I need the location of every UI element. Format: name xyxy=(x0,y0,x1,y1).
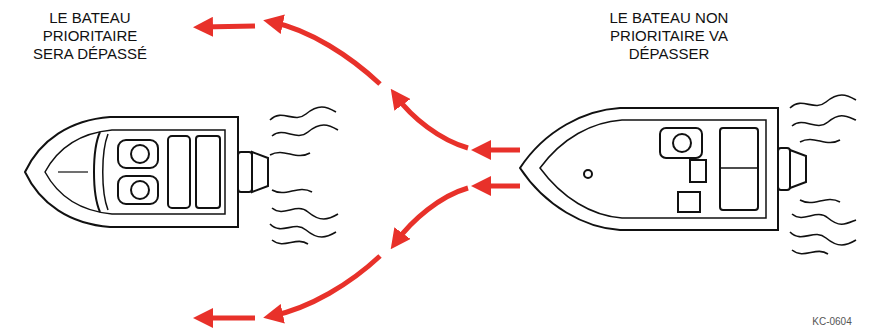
stand-on-boat xyxy=(103,134,108,210)
wake-lines xyxy=(800,199,840,202)
wake-lines xyxy=(272,208,338,219)
wake-lines xyxy=(790,232,856,245)
wake-lines xyxy=(270,107,336,120)
boat-caption: LE BATEAU NON PRIORITAIRE VA DÉPASSER xyxy=(596,9,742,63)
stand-on-boat xyxy=(238,152,252,192)
route-arrows xyxy=(396,188,468,242)
wake-lines xyxy=(270,224,336,237)
give-way-boat xyxy=(720,128,758,210)
route-arrows xyxy=(202,26,255,27)
wake-lines xyxy=(792,250,828,254)
stand-on-boat xyxy=(58,171,88,172)
route-arrows xyxy=(480,148,520,153)
give-way-boat xyxy=(584,170,592,178)
boat-caption: LE BATEAU PRIORITAIRE SERA DÉPASSÉ xyxy=(22,9,158,63)
route-arrows xyxy=(202,316,255,321)
give-way-boat xyxy=(720,167,758,168)
give-way-boat xyxy=(690,160,706,182)
stand-on-boat xyxy=(25,117,238,227)
wake-lines xyxy=(270,152,310,155)
wake-lines xyxy=(790,95,856,254)
stand-on-boat xyxy=(252,152,268,192)
wake-lines xyxy=(272,189,312,192)
stand-on-boat xyxy=(118,140,158,168)
route-arrows xyxy=(272,22,380,84)
give-way-boat xyxy=(790,150,806,188)
give-way-boat xyxy=(540,120,766,218)
wake-lines xyxy=(272,240,308,244)
stand-on-boat xyxy=(131,181,149,199)
give-way-boat xyxy=(678,192,700,212)
stand-on-boat xyxy=(196,136,220,208)
wake-lines xyxy=(800,139,840,142)
stand-on-boat xyxy=(131,145,149,163)
wake-lines xyxy=(792,116,856,126)
route-arrows xyxy=(202,22,520,318)
give-way-boat xyxy=(520,108,778,230)
wake-lines xyxy=(792,214,856,224)
route-arrows xyxy=(272,256,380,316)
route-arrows xyxy=(480,184,520,189)
stand-on-boat xyxy=(45,130,225,214)
route-arrows xyxy=(396,96,468,148)
wake-lines xyxy=(272,125,338,136)
give-way-boat xyxy=(778,148,790,190)
wake-lines xyxy=(270,107,338,244)
give-way-boat xyxy=(520,108,806,230)
stand-on-boat xyxy=(168,136,190,208)
give-way-boat xyxy=(660,128,702,158)
figure-code: KC-0604 xyxy=(796,316,868,328)
wake-lines xyxy=(790,95,856,108)
stand-on-boat xyxy=(25,117,268,227)
stand-on-boat xyxy=(118,176,158,204)
give-way-boat xyxy=(673,134,691,152)
stand-on-boat xyxy=(94,132,100,212)
